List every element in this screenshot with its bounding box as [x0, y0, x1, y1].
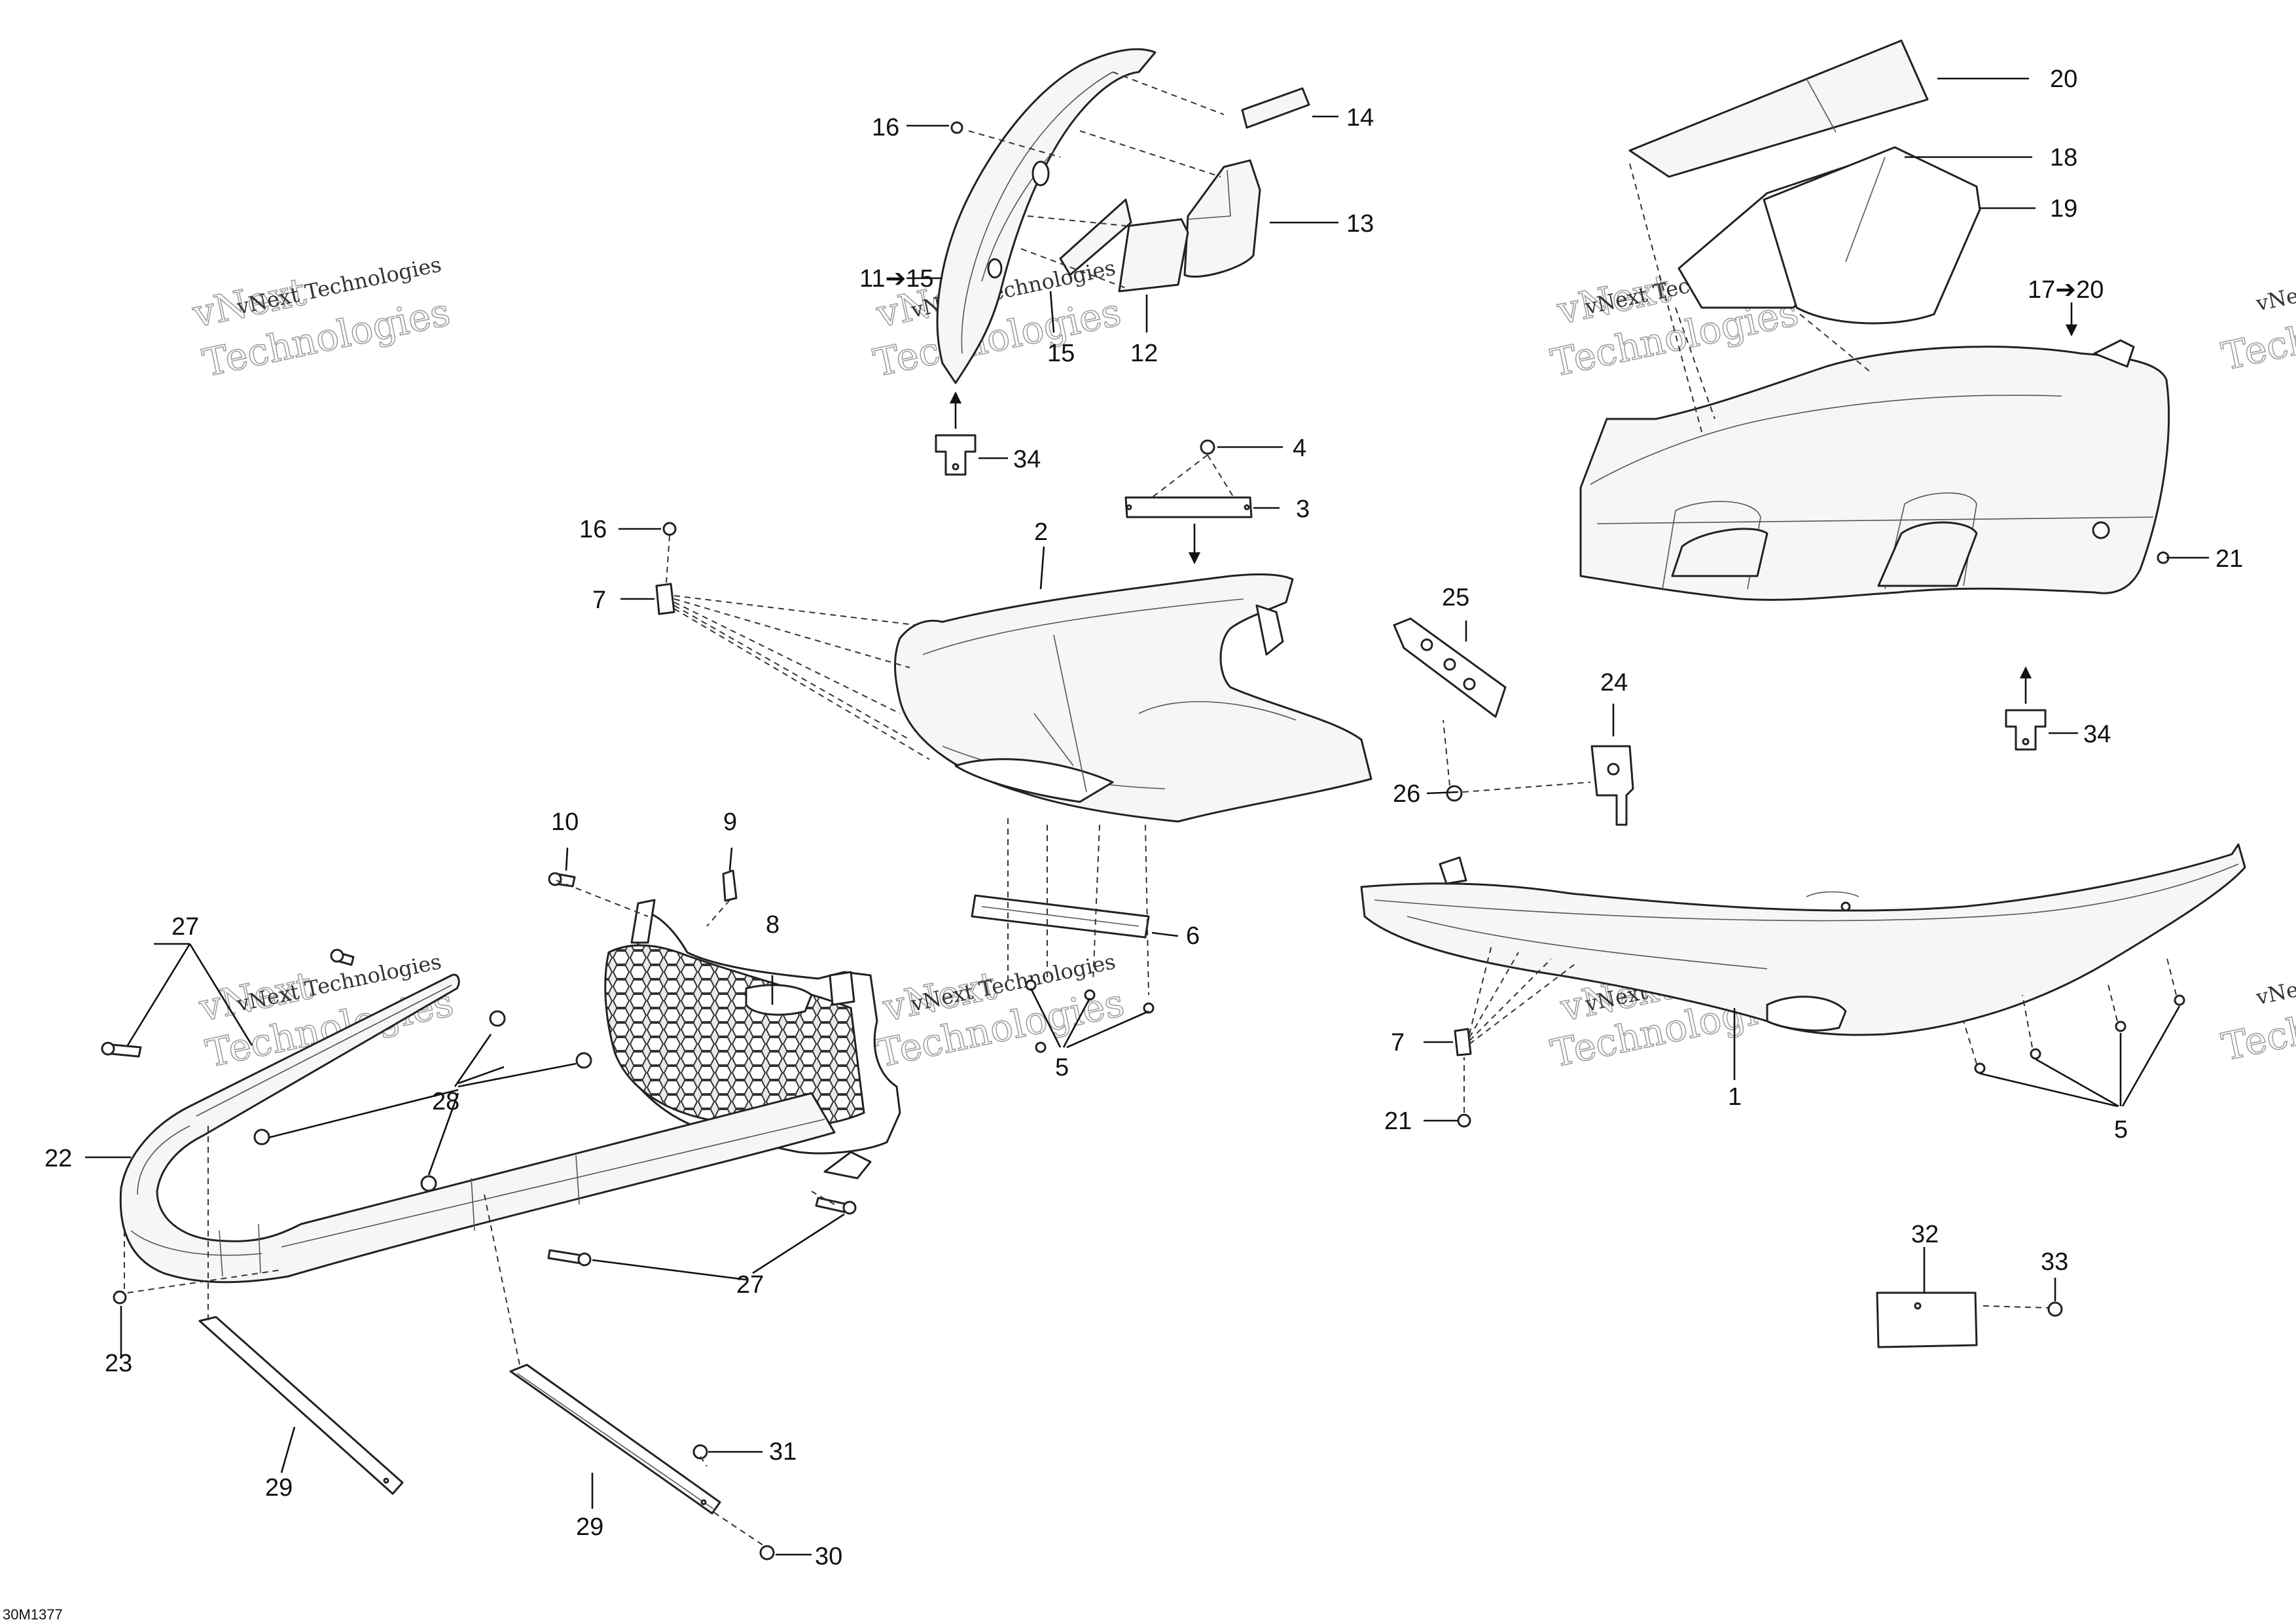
- leader-lines: [85, 77, 2209, 1556]
- callout-34-top: 34: [1013, 446, 1041, 473]
- callout-1: 1: [1728, 1083, 1742, 1111]
- callout-16-top: 16: [872, 114, 899, 141]
- watermark-7-edge: Technologies vNext Technologies: [2217, 249, 2296, 380]
- callout-22: 22: [45, 1145, 72, 1172]
- part-5-screws-center: [1007, 818, 1155, 1053]
- callout-11-15: 11➔15: [859, 265, 934, 293]
- part-23-screw: [113, 1269, 282, 1305]
- callout-labels: 20 18 19 17➔20 21 34 14 13 16 11➔15 15 1…: [45, 65, 2243, 1570]
- callout-8: 8: [766, 911, 780, 939]
- part-26-nut: [1443, 719, 1591, 802]
- callout-3: 3: [1296, 496, 1310, 523]
- callout-16-mid: 16: [579, 516, 607, 543]
- part-33-screw: [2047, 1301, 2063, 1317]
- part-19-pad: [1763, 146, 1981, 325]
- callout-31: 31: [769, 1438, 797, 1466]
- callout-27-top: 27: [171, 913, 199, 941]
- part-32-label: [1876, 1291, 2049, 1348]
- part-30-screw: [713, 1511, 775, 1561]
- svg-text:vNext Technologies: vNext Technologies: [2253, 943, 2296, 1010]
- part-22-bumper: [119, 973, 836, 1284]
- part-27-bolt-top: [101, 1041, 142, 1058]
- part-1-side-rail: [1360, 843, 2246, 1036]
- callout-27-bottom: 27: [736, 1271, 764, 1299]
- callout-5-right: 5: [2114, 1116, 2128, 1144]
- watermark-8-edge: Technologies vNext Technologies: [2217, 943, 2296, 1070]
- dashed-guides-right-top: [1629, 163, 1873, 433]
- part-14-pad: [1241, 87, 1310, 129]
- callout-34-right: 34: [2083, 721, 2111, 748]
- dashed-guides-bumper: [124, 880, 835, 1467]
- callout-25: 25: [1442, 584, 1469, 611]
- callout-5-center: 5: [1055, 1054, 1069, 1081]
- callout-20: 20: [2050, 65, 2077, 93]
- part-24-bracket: [1590, 745, 1634, 826]
- callout-19: 19: [2050, 195, 2077, 223]
- part-7-clip-left: [655, 583, 930, 760]
- part-10-bolt: [548, 872, 576, 888]
- part-21-screw-bottom: [1457, 1057, 1471, 1128]
- callout-6: 6: [1186, 922, 1200, 950]
- part-28-nuts: [253, 1010, 592, 1192]
- callout-14: 14: [1346, 104, 1374, 132]
- callout-23: 23: [105, 1350, 132, 1377]
- callout-17-20: 17➔20: [2028, 276, 2104, 304]
- part-17-side-panel: [1579, 339, 2170, 601]
- part-4-screw: [1151, 439, 1234, 498]
- watermark-1: vNext Technologies vNext Technologies: [188, 252, 454, 386]
- callout-9: 9: [723, 808, 737, 836]
- callout-29-right: 29: [576, 1513, 603, 1541]
- watermark-5: vNext Technologies vNext Technologies: [872, 949, 1128, 1077]
- part-16-screw-mid: [662, 522, 677, 583]
- callout-33: 33: [2041, 1248, 2068, 1276]
- callout-12: 12: [1130, 340, 1158, 367]
- part-27-bolts-bottom: [330, 948, 857, 1267]
- part-8-grille: [604, 899, 901, 1180]
- part-31-nut: [692, 1444, 708, 1460]
- dashed-guides-top: [968, 71, 1225, 289]
- part-16-screw-top: [950, 121, 963, 134]
- callout-7-right: 7: [1391, 1029, 1405, 1056]
- part-13-pad: [1183, 159, 1261, 278]
- part-25-bracket: [1393, 617, 1507, 718]
- part-20-pad: [1628, 39, 1929, 178]
- part-2-belly-pan: [894, 573, 1372, 823]
- part-29-strip-right: [509, 1363, 721, 1515]
- callout-28: 28: [432, 1088, 459, 1115]
- callout-2: 2: [1034, 518, 1048, 546]
- callout-21-top: 21: [2215, 545, 2243, 573]
- part-34-clip-right: [2005, 666, 2047, 751]
- part-3-bracket: [1124, 496, 1253, 564]
- part-11-side-panel: [936, 48, 1157, 384]
- part-7-clip-right: [1454, 942, 1578, 1056]
- callout-21-bottom: 21: [1384, 1108, 1412, 1135]
- part-12-pad: [1118, 218, 1189, 293]
- callout-13: 13: [1346, 210, 1374, 238]
- part-9-clip: [722, 869, 738, 902]
- callout-26: 26: [1393, 780, 1420, 808]
- callout-15: 15: [1047, 340, 1075, 367]
- callout-18: 18: [2050, 144, 2077, 171]
- svg-text:vNext Technologies: vNext Technologies: [2253, 249, 2296, 316]
- part-5-screws-right: [1963, 955, 2185, 1074]
- callout-10: 10: [551, 808, 579, 836]
- callout-29-left: 29: [265, 1474, 293, 1502]
- callout-24: 24: [1600, 669, 1628, 696]
- part-15-pad: [1059, 198, 1132, 276]
- part-34-clip-top: [935, 391, 977, 476]
- callout-4: 4: [1293, 435, 1306, 462]
- callout-30: 30: [815, 1543, 842, 1570]
- drawing-code: 30M1377: [3, 1606, 63, 1623]
- part-6-strip: [971, 894, 1150, 939]
- callout-32: 32: [1911, 1221, 1939, 1248]
- part-29-strip-left: [198, 1316, 404, 1495]
- callout-7-left: 7: [592, 586, 606, 614]
